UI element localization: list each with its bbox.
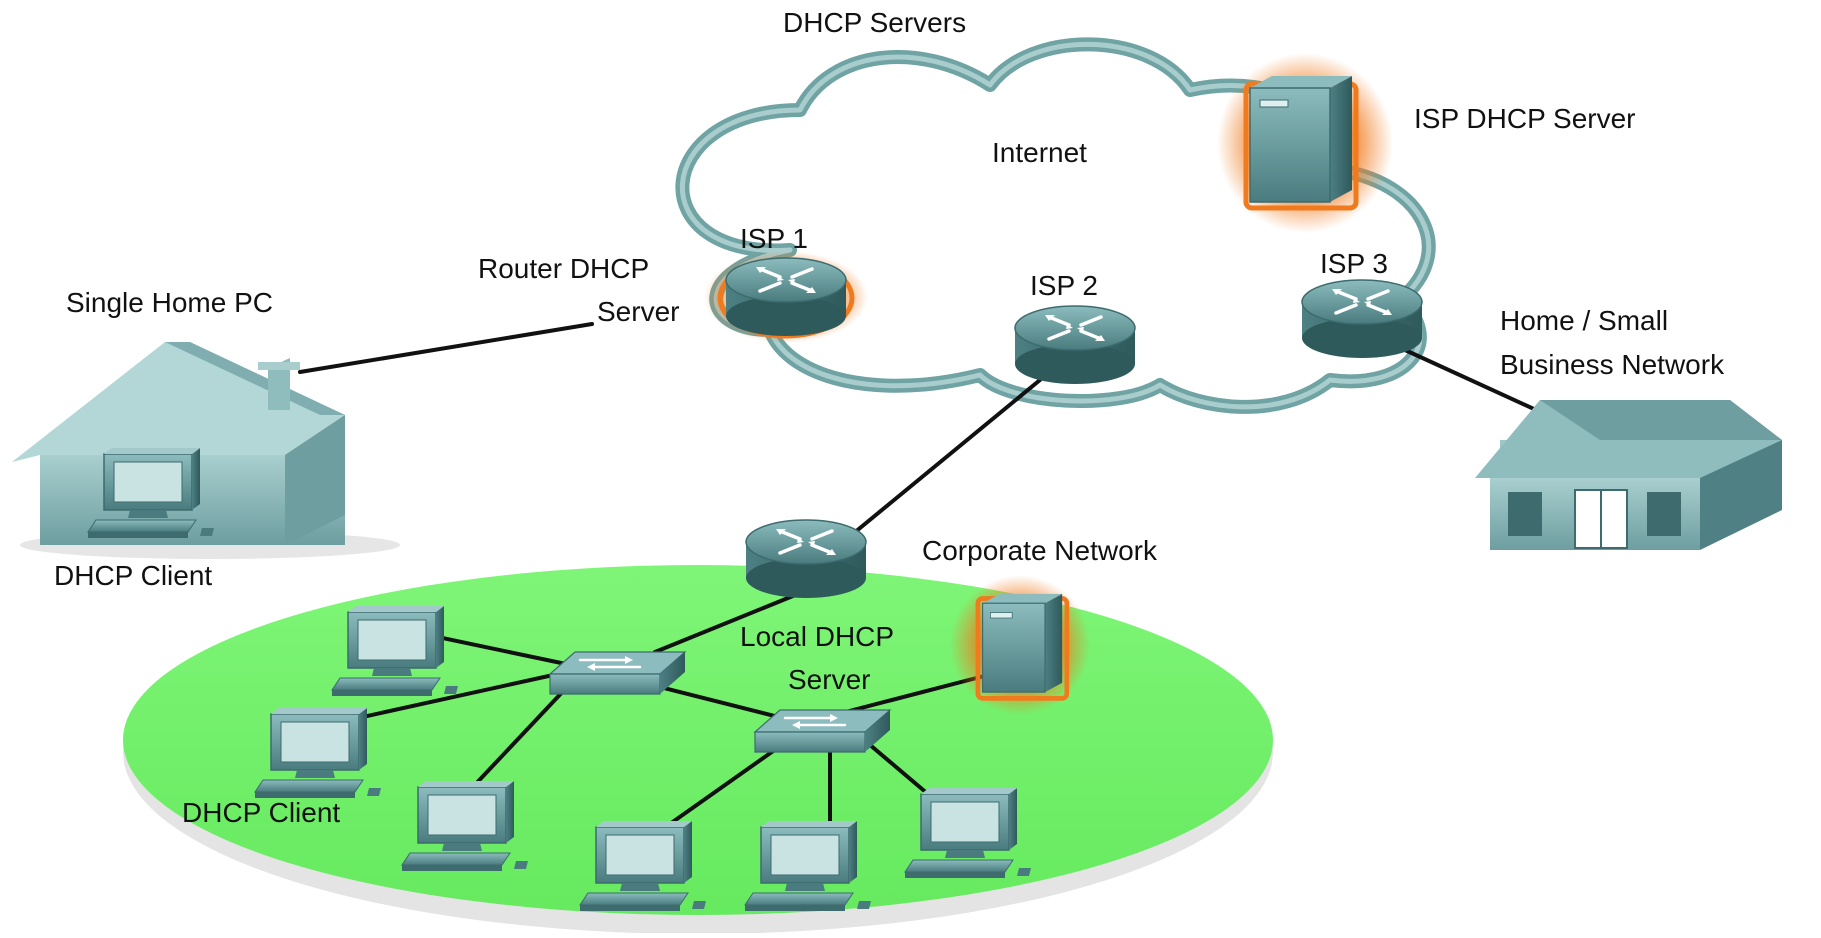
corporate-switch-2-icon xyxy=(753,708,892,754)
business-network-label: Business Network xyxy=(1500,349,1725,380)
isp-dhcp-server-icon xyxy=(1217,53,1393,233)
local-dhcp-server-label: Server xyxy=(788,664,871,695)
corporate-switch-1-icon xyxy=(548,650,687,696)
router-dhcp-server-label: Server xyxy=(597,296,680,327)
corporate-dhcp-client-label: DHCP Client xyxy=(182,797,341,828)
corporate-network-label: Corporate Network xyxy=(922,535,1157,566)
isp-dhcp-server-label: ISP DHCP Server xyxy=(1414,103,1636,134)
corporate-router-icon xyxy=(744,518,868,600)
dhcp-servers-title: DHCP Servers xyxy=(783,7,967,38)
isp3-router-icon xyxy=(1300,278,1424,360)
router-dhcp-label: Router DHCP xyxy=(478,253,650,284)
link-isp2-corporate xyxy=(841,378,1042,544)
local-dhcp-label: Local DHCP xyxy=(740,621,895,652)
home-dhcp-client-label: DHCP Client xyxy=(54,560,213,591)
isp1-router-icon xyxy=(704,251,868,343)
home-business-house-icon xyxy=(1475,400,1782,550)
link-isp3-home-business xyxy=(1403,348,1560,422)
local-dhcp-server-icon xyxy=(950,575,1090,715)
single-home-pc-label: Single Home PC xyxy=(66,287,273,318)
isp2-label: ISP 2 xyxy=(1030,270,1098,301)
isp1-label: ISP 1 xyxy=(740,223,808,254)
internet-label: Internet xyxy=(992,137,1087,168)
single-home-house-icon xyxy=(12,342,400,559)
link-home-pc-isp1 xyxy=(298,322,594,374)
isp3-label: ISP 3 xyxy=(1320,248,1388,279)
isp2-router-icon xyxy=(1013,304,1137,386)
link-switch1-pc2 xyxy=(338,666,587,724)
home-small-label: Home / Small xyxy=(1500,305,1669,336)
